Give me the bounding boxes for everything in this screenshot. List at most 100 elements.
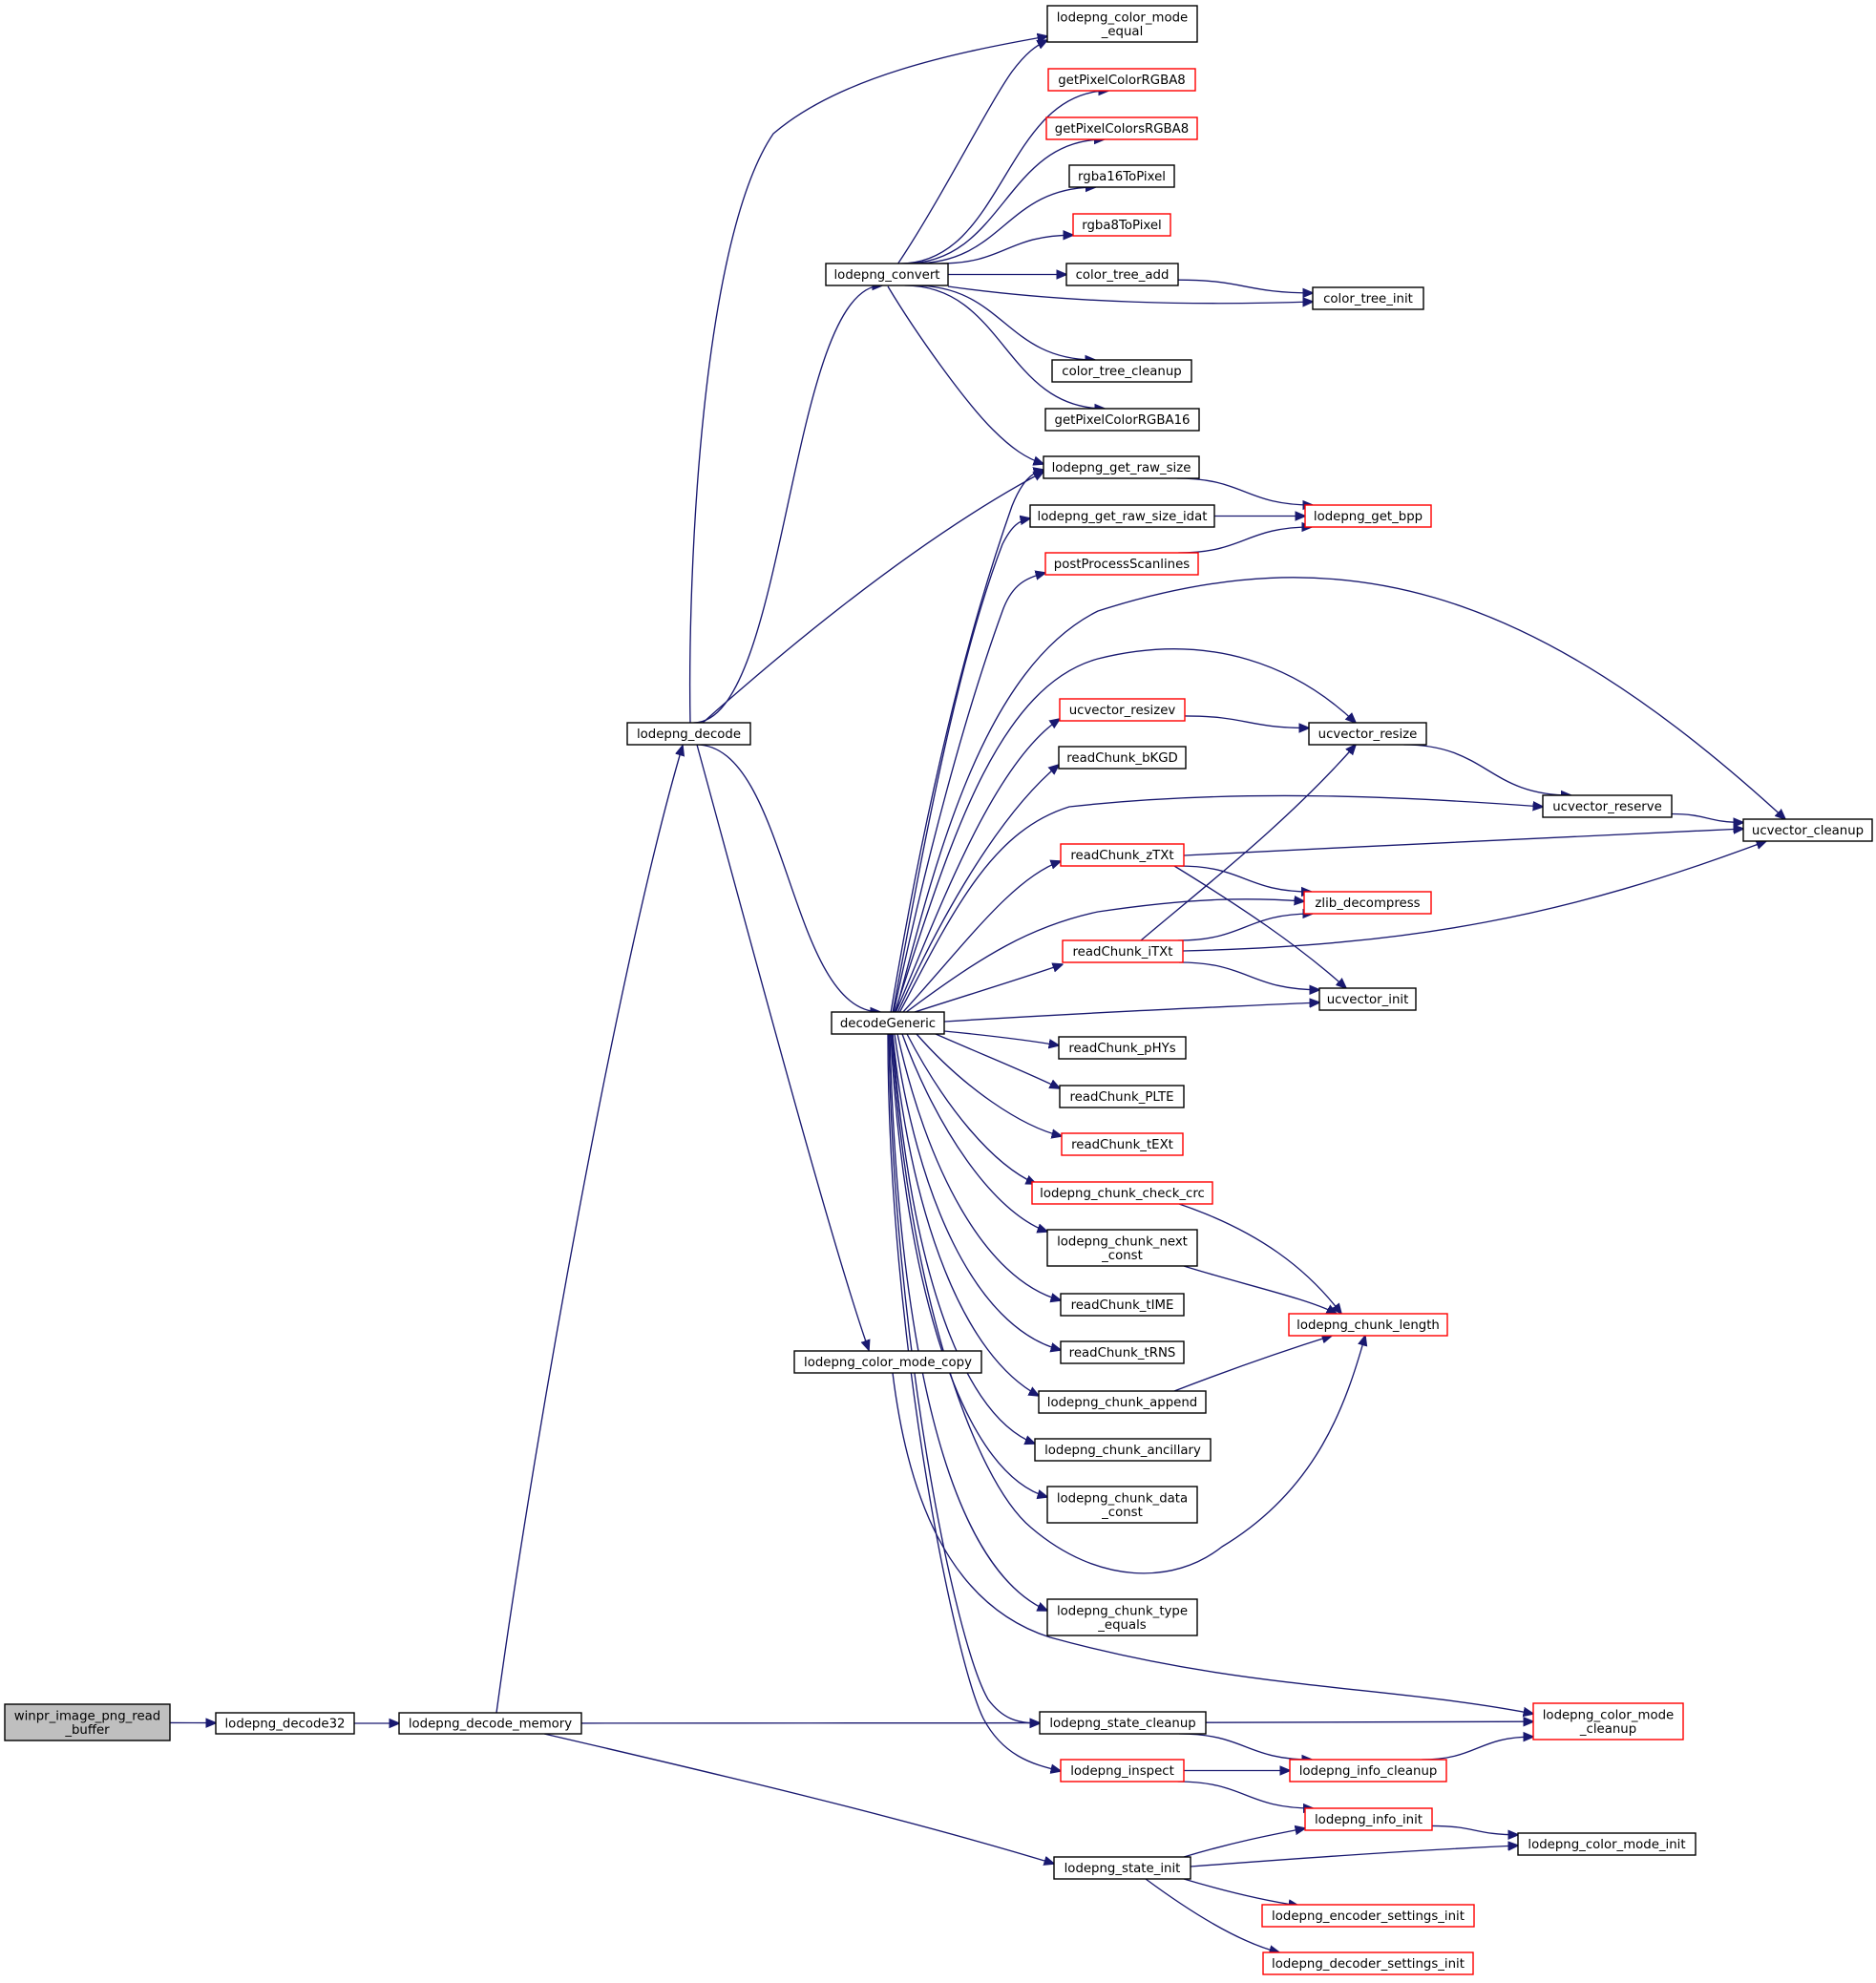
function-node-box: [1068, 164, 1175, 188]
function-node-ucvector_init[interactable]: ucvector_init: [1318, 987, 1417, 1011]
call-edge-decode-to-convert: [693, 285, 883, 724]
function-node-readChunk_zTXt[interactable]: readChunk_zTXt: [1060, 843, 1185, 867]
function-node-label: rgba8ToPixel: [1082, 219, 1161, 233]
function-node-readChunk_tIME[interactable]: readChunk_tIME: [1060, 1293, 1185, 1317]
call-edge-convert-to-getPixelColorRGBA8: [899, 91, 1108, 264]
call-arrow: [543, 1733, 1054, 1864]
function-node-chunk_data_const[interactable]: lodepng_chunk_data_const: [1046, 1486, 1198, 1524]
call-edge-decodeGeneric-to-zlib_decompress: [904, 899, 1304, 1014]
function-node-decode32[interactable]: lodepng_decode32: [215, 1712, 355, 1735]
call-arrow: [696, 744, 869, 1350]
function-node-color_mode_init[interactable]: lodepng_color_mode_init: [1517, 1832, 1697, 1856]
function-node-ucvector_cleanup[interactable]: ucvector_cleanup: [1742, 818, 1873, 842]
function-node-box: [1045, 116, 1198, 140]
function-node-encoder_settings_init[interactable]: lodepng_encoder_settings_init: [1261, 1904, 1475, 1928]
function-node-winpr[interactable]: winpr_image_png_read_buffer: [4, 1703, 171, 1741]
function-node-color_mode_equal[interactable]: lodepng_color_mode_equal: [1046, 5, 1198, 43]
function-node-state_cleanup[interactable]: lodepng_state_cleanup: [1039, 1711, 1207, 1735]
function-node-inspect[interactable]: lodepng_inspect: [1060, 1759, 1185, 1783]
call-edge-decodeGeneric-to-readChunk_tEXt: [916, 1033, 1062, 1136]
function-node-ucvector_reserve[interactable]: ucvector_reserve: [1542, 794, 1673, 818]
function-node-rgba16ToPixel[interactable]: rgba16ToPixel: [1068, 164, 1175, 188]
call-arrow: [892, 1033, 1035, 1444]
function-node-color_mode_cleanup[interactable]: lodepng_color_mode_cleanup: [1532, 1702, 1684, 1740]
function-node-decodeGeneric[interactable]: decodeGeneric: [831, 1011, 945, 1035]
call-arrow: [1178, 527, 1311, 554]
call-edge-state_cleanup-to-color_mode_cleanup: [1205, 1721, 1533, 1722]
function-node-getPixelColorRGBA8[interactable]: getPixelColorRGBA8: [1047, 68, 1196, 92]
call-arrow: [901, 861, 1061, 1014]
function-node-state_init[interactable]: lodepng_state_init: [1053, 1856, 1191, 1880]
function-node-box: [1058, 746, 1187, 770]
function-node-label: lodepng_chunk_next: [1057, 1234, 1188, 1249]
call-arrow: [943, 1002, 1319, 1023]
call-arrow: [1205, 1721, 1533, 1722]
function-node-chunk_type_equals[interactable]: lodepng_chunk_type_equals: [1046, 1598, 1198, 1636]
function-node-label: readChunk_tEXt: [1071, 1138, 1173, 1152]
call-edge-info_cleanup-to-color_mode_cleanup: [1422, 1737, 1533, 1761]
function-node-color_tree_init[interactable]: color_tree_init: [1312, 286, 1424, 310]
call-arrow: [1183, 1878, 1298, 1906]
call-arrow: [688, 36, 1047, 725]
function-node-decode[interactable]: lodepng_decode: [626, 722, 751, 746]
function-node-color_mode_copy[interactable]: lodepng_color_mode_copy: [793, 1350, 982, 1374]
function-node-zlib_decompress[interactable]: zlib_decompress: [1303, 891, 1432, 915]
function-node-postProcessScanlines[interactable]: postProcessScanlines: [1044, 552, 1199, 576]
function-node-info_cleanup[interactable]: lodepng_info_cleanup: [1289, 1759, 1447, 1783]
function-node-label: lodepng_color_mode: [1057, 11, 1189, 25]
function-node-readChunk_pHYs[interactable]: readChunk_pHYs: [1058, 1036, 1187, 1060]
function-node-chunk_check_crc[interactable]: lodepng_chunk_check_crc: [1031, 1181, 1213, 1205]
function-node-color_tree_cleanup[interactable]: color_tree_cleanup: [1051, 359, 1192, 383]
call-arrow: [1177, 914, 1313, 941]
function-node-readChunk_tEXt[interactable]: readChunk_tEXt: [1061, 1132, 1184, 1156]
call-edge-decodeGeneric-to-chunk_type_equals: [889, 1033, 1047, 1611]
function-node-box: [1060, 1293, 1185, 1317]
function-node-chunk_length[interactable]: lodepng_chunk_length: [1288, 1313, 1448, 1337]
function-node-box: [1060, 1759, 1185, 1783]
function-node-decode_memory[interactable]: lodepng_decode_memory: [398, 1712, 582, 1735]
function-node-label: lodepng_state_cleanup: [1049, 1717, 1195, 1731]
call-arrow: [906, 1033, 1036, 1184]
function-node-readChunk_bKGD[interactable]: readChunk_bKGD: [1058, 746, 1187, 770]
function-node-chunk_append[interactable]: lodepng_chunk_append: [1038, 1390, 1207, 1414]
function-node-readChunk_iTXt[interactable]: readChunk_iTXt: [1062, 939, 1184, 963]
function-node-getPixelColorRGBA16[interactable]: getPixelColorRGBA16: [1044, 408, 1200, 432]
function-node-convert[interactable]: lodepng_convert: [825, 263, 949, 286]
function-node-get_raw_size[interactable]: lodepng_get_raw_size: [1043, 455, 1200, 479]
function-node-chunk_next_const[interactable]: lodepng_chunk_next_const: [1046, 1229, 1198, 1267]
function-node-box: [1060, 843, 1185, 867]
function-node-rgba8ToPixel[interactable]: rgba8ToPixel: [1072, 213, 1171, 237]
function-node-chunk_ancillary[interactable]: lodepng_chunk_ancillary: [1034, 1438, 1212, 1462]
call-edge-decodeGeneric-to-readChunk_pHYs: [943, 1030, 1059, 1045]
function-node-box: [1303, 891, 1432, 915]
call-edge-color_tree_add-to-color_tree_init: [1177, 279, 1313, 293]
call-edge-convert-to-rgba8ToPixel: [938, 235, 1073, 264]
function-node-label: _equal: [1101, 25, 1144, 39]
function-node-readChunk_PLTE[interactable]: readChunk_PLTE: [1059, 1085, 1185, 1108]
function-node-box: [215, 1712, 355, 1735]
function-node-label: lodepng_chunk_data: [1057, 1491, 1188, 1506]
call-edge-readChunk_iTXt-to-ucvector_init: [1178, 961, 1319, 990]
call-edge-get_raw_size-to-get_bpp: [1176, 477, 1313, 505]
function-node-box: [1046, 1598, 1198, 1636]
call-edge-state_cleanup-to-info_cleanup: [1179, 1733, 1312, 1760]
call-arrow: [890, 470, 1043, 1014]
function-node-label: lodepng_inspect: [1070, 1764, 1174, 1779]
function-node-decoder_settings_init[interactable]: lodepng_decoder_settings_init: [1262, 1951, 1474, 1975]
function-node-label: rgba16ToPixel: [1078, 170, 1166, 184]
function-node-ucvector_resize[interactable]: ucvector_resize: [1308, 722, 1427, 746]
call-arrow: [901, 1033, 1047, 1232]
function-node-getPixelColorsRGBA8[interactable]: getPixelColorsRGBA8: [1045, 116, 1198, 140]
function-node-get_bpp[interactable]: lodepng_get_bpp: [1304, 504, 1432, 528]
call-edge-decodeGeneric-to-ucvector_reserve: [898, 794, 1543, 1014]
function-node-get_raw_size_idat[interactable]: lodepng_get_raw_size_idat: [1029, 504, 1215, 528]
call-edge-convert-to-get_raw_size: [887, 285, 1043, 464]
function-node-color_tree_add[interactable]: color_tree_add: [1065, 263, 1179, 286]
function-node-ucvector_resizev[interactable]: ucvector_resizev: [1059, 698, 1186, 722]
call-edge-readChunk_zTXt-to-ucvector_cleanup: [1183, 829, 1743, 856]
call-arrow: [916, 1033, 1062, 1136]
function-node-box: [1304, 1807, 1433, 1831]
call-edge-decode-to-decodeGeneric: [696, 744, 880, 1012]
function-node-info_init[interactable]: lodepng_info_init: [1304, 1807, 1433, 1831]
function-node-readChunk_tRNS[interactable]: readChunk_tRNS: [1060, 1340, 1185, 1364]
